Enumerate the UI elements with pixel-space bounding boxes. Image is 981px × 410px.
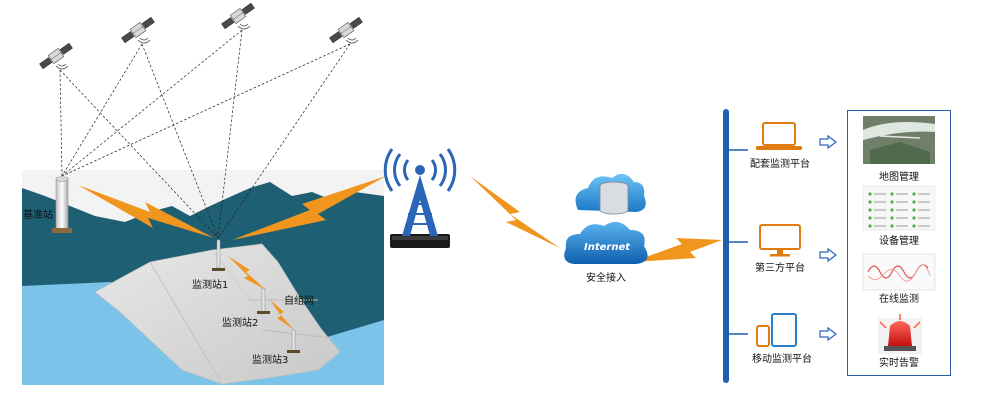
function-label-monitor: 在线监测 xyxy=(879,294,919,305)
mobile-devices-icon xyxy=(756,313,797,347)
hollow-arrow-icon xyxy=(819,247,837,263)
satellite-icon xyxy=(121,16,155,44)
lightning-links xyxy=(78,176,722,330)
gnss-line xyxy=(217,43,351,239)
gnss-line xyxy=(141,43,219,239)
bus-connectors xyxy=(726,149,748,335)
internet-label: Internet xyxy=(584,242,631,253)
lightning-monitor-to-tower xyxy=(232,176,386,240)
gnss-line xyxy=(61,43,351,177)
signal-arc xyxy=(237,23,251,30)
monitor-icon xyxy=(759,224,801,257)
lightning-ad-hoc-2 xyxy=(270,300,294,330)
hollow-arrow-icon xyxy=(819,326,837,342)
lightning-cloud-to-bus xyxy=(632,238,722,262)
secure-access-label: 安全接入 xyxy=(586,273,626,284)
function-label-alarm: 实时告警 xyxy=(879,358,919,369)
satellite-icon xyxy=(39,42,73,70)
lightning-ad-hoc-1 xyxy=(228,256,266,290)
platform-label-2: 第三方平台 xyxy=(755,263,805,274)
hollow-arrow-icon xyxy=(819,134,837,150)
platform-label-3: 移动监测平台 xyxy=(752,354,812,365)
satellite-icon xyxy=(221,2,255,30)
internet-cloud-icon xyxy=(564,221,648,264)
satellites xyxy=(39,2,363,70)
function-label-device: 设备管理 xyxy=(879,236,919,247)
satellite-icon xyxy=(329,16,363,44)
lightning-tower-to-cloud xyxy=(470,176,560,248)
gnss-line xyxy=(61,43,143,177)
monitor-station-2-label: 监测站2 xyxy=(222,318,259,329)
gnss-line xyxy=(61,29,243,177)
ad-hoc-network-label: 自组网 xyxy=(284,296,314,307)
gnss-line xyxy=(217,29,243,239)
gnss-line xyxy=(59,69,63,177)
function-label-map: 地图管理 xyxy=(879,172,919,183)
monitor-station-1-label: 监测站1 xyxy=(192,280,229,291)
lightning-base-to-monitor xyxy=(78,185,214,238)
base-station-label: 基准站 xyxy=(23,210,53,221)
dam-body xyxy=(94,243,341,385)
platform-arrows xyxy=(819,134,837,342)
communication-tower-icon xyxy=(383,148,457,248)
gnss-line xyxy=(59,69,219,239)
signal-arc xyxy=(137,37,151,44)
cloud-database-icon xyxy=(575,173,646,215)
signal-arc xyxy=(345,37,359,44)
monitor-station-3-pole xyxy=(287,329,300,353)
laptop-icon xyxy=(756,122,802,150)
base-station-pillar xyxy=(52,176,72,233)
monitor-station-3-label: 监测站3 xyxy=(252,355,289,366)
gnss-signal-lines xyxy=(59,29,351,239)
signal-arc xyxy=(55,63,69,70)
monitor-station-1-pole xyxy=(212,239,225,271)
platform-label-1: 配套监测平台 xyxy=(750,159,810,170)
